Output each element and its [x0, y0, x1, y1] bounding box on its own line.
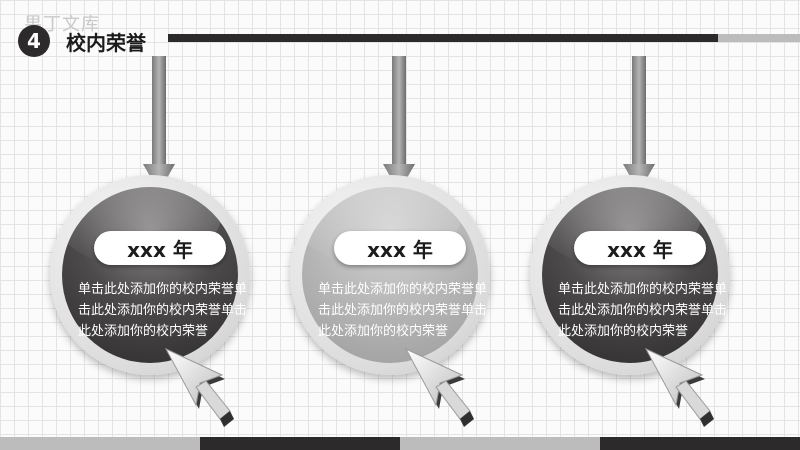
footer-bar-segment [600, 437, 800, 450]
title-divider-light [718, 34, 800, 42]
footer-bar-segment [400, 437, 600, 450]
card-description[interactable]: 单击此处添加你的校内荣誉单击此处添加你的校内荣誉单击此处添加你的校内荣誉 [78, 282, 248, 339]
section-number-badge: 4 [18, 25, 50, 57]
footer-bar-segment [200, 437, 400, 450]
card-description[interactable]: 单击此处添加你的校内荣誉单击此处添加你的校内荣誉单击此处添加你的校内荣誉 [318, 282, 488, 339]
card-description[interactable]: 单击此处添加你的校内荣誉单击此处添加你的校内荣誉单击此处添加你的校内荣誉 [558, 282, 728, 339]
page-title: 校内荣誉 [66, 31, 146, 55]
year-label[interactable]: xxx 年 [574, 231, 706, 265]
card-inner-disk [302, 187, 478, 363]
footer-bar-segment [0, 437, 200, 450]
honor-card: xxx 年 单击此处添加你的校内荣誉单击此处添加你的校内荣誉单击此处添加你的校内… [50, 175, 250, 427]
cursor-pointer-icon [404, 347, 474, 427]
cursor-pointer-icon [644, 347, 714, 427]
honor-card: xxx 年 单击此处添加你的校内荣誉单击此处添加你的校内荣誉单击此处添加你的校内… [290, 175, 490, 427]
card-inner-disk [542, 187, 718, 363]
year-label[interactable]: xxx 年 [94, 231, 226, 265]
year-label[interactable]: xxx 年 [334, 231, 466, 265]
honor-card: xxx 年 单击此处添加你的校内荣誉单击此处添加你的校内荣誉单击此处添加你的校内… [530, 175, 730, 427]
cursor-pointer-icon [164, 347, 234, 427]
title-divider-dark [168, 34, 718, 42]
